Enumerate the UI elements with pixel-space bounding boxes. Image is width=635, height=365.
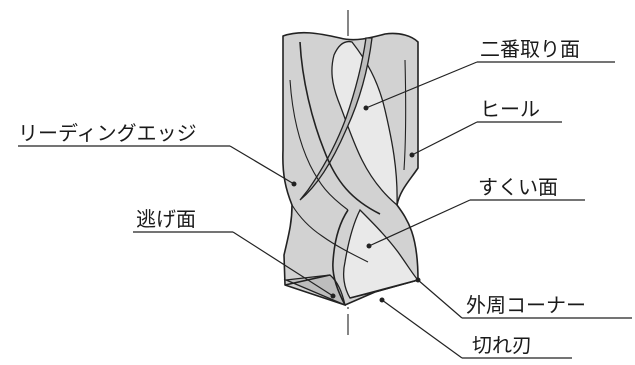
tip-line-right (349, 279, 419, 299)
heel-curve (403, 59, 407, 171)
label-heel: ヒール (480, 97, 540, 121)
outer-corner-callout (415, 277, 632, 319)
label-rake-face: すくい面 (478, 175, 558, 199)
label-cutting-edge: 切れ刃 (472, 333, 532, 357)
upper-flute-face (331, 40, 398, 207)
upper-helix-band (299, 37, 373, 201)
leading-edge-callout (18, 145, 297, 187)
helical-edge-mid (289, 79, 349, 211)
heel-callout (409, 121, 562, 158)
label-outer-corner: 外周コーナー (466, 293, 586, 317)
rake-face-callout (366, 199, 585, 249)
label-leading-edge: リーディングエッジ (18, 121, 197, 145)
leading-edge-line (291, 204, 369, 263)
helical-edge-lower (332, 209, 349, 306)
secondary-flank-callout (363, 61, 615, 111)
helical-edge-upper (299, 41, 381, 215)
relief-face-callout (133, 231, 336, 299)
cutting-edge-callout (379, 297, 572, 359)
label-secondary-flank: 二番取り面 (480, 37, 580, 61)
label-relief-face: 逃げ面 (136, 207, 196, 231)
